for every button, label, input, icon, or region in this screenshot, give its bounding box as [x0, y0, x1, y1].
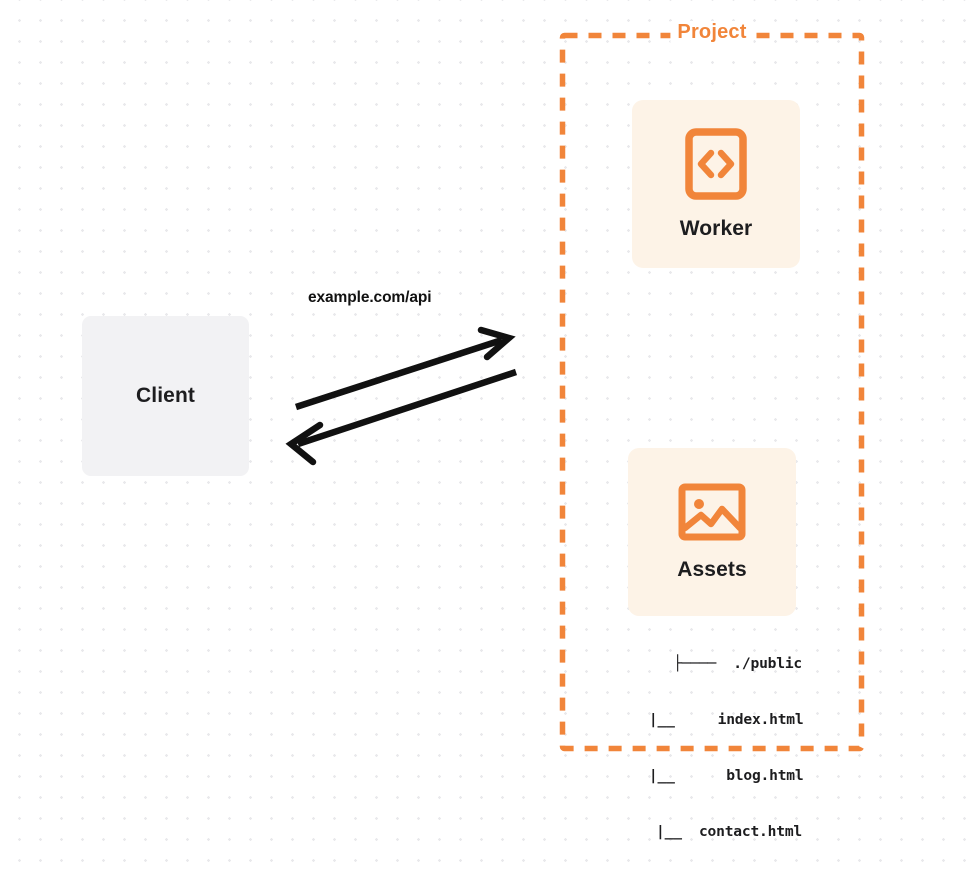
tree-line-blog: |__ blog.html: [606, 766, 804, 784]
request-arrow: [294, 326, 516, 411]
tree-line-index: |__ index.html: [606, 710, 804, 728]
client-node[interactable]: Client: [82, 316, 249, 476]
tree-line-contact: |__ contact.html: [613, 822, 802, 840]
tree-line-root: ├──── ./public: [673, 655, 802, 673]
worker-label: Worker: [679, 217, 753, 240]
response-arrow: [285, 368, 518, 466]
code-brackets-icon: [685, 128, 747, 200]
project-title: Project: [670, 21, 754, 44]
worker-card[interactable]: Worker: [632, 100, 800, 268]
image-icon: [678, 483, 746, 541]
assets-file-tree: ├──── ./public |__ index.html |__ blog.h…: [606, 618, 804, 878]
assets-label: Assets: [677, 558, 747, 581]
assets-card[interactable]: Assets: [628, 448, 796, 616]
project-container: Project: [559, 21, 865, 752]
diagram-canvas: Client example.com/api Project Worker: [82, 21, 865, 840]
client-label: Client: [136, 384, 195, 407]
connection-label: example.com/api: [308, 289, 432, 306]
